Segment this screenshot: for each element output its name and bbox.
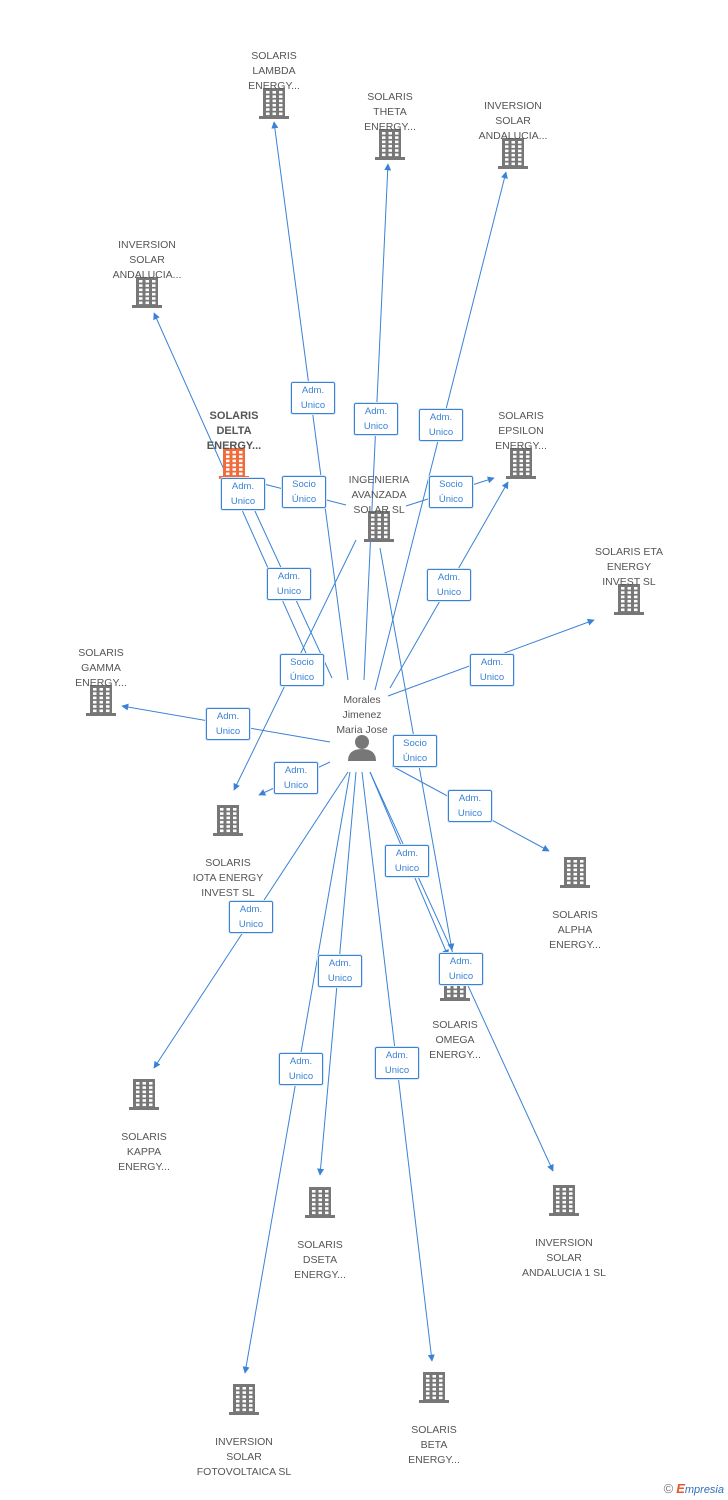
node-label-lambda[interactable]: SOLARIS LAMBDA ENERGY...: [248, 50, 300, 92]
building-icon-eta[interactable]: [614, 584, 644, 615]
node-label-epsilon[interactable]: SOLARIS EPSILON ENERGY...: [495, 410, 547, 452]
node-label-ingenieria[interactable]: INGENIERIA AVANZADA SOLAR SL: [348, 474, 410, 516]
empresia-credit[interactable]: ©Empresia: [664, 1481, 724, 1496]
building-icon-theta[interactable]: [375, 129, 405, 160]
edge-label-person-to-epsilon[interactable]: Adm. Unico: [427, 569, 471, 601]
edge-label-person-to-inv_andalucia_b[interactable]: Adm. Unico: [267, 568, 311, 600]
building-icon-inv_fotovoltaica[interactable]: [229, 1384, 259, 1415]
building-icon-alpha[interactable]: [560, 857, 590, 888]
node-label-omega[interactable]: SOLARIS OMEGA ENERGY...: [429, 1019, 481, 1061]
building-icon-inv_andalucia_1[interactable]: [549, 1185, 579, 1216]
building-icon-inv_andalucia_a[interactable]: [498, 138, 528, 169]
edge-label-ingenieria-to-omega[interactable]: Socio Único: [393, 735, 437, 767]
node-label-theta[interactable]: SOLARIS THETA ENERGY...: [364, 91, 416, 133]
edge-label-person-to-dseta[interactable]: Adm. Unico: [318, 955, 362, 987]
edge-label-person-to-beta[interactable]: Adm. Unico: [375, 1047, 419, 1079]
edge-label-person-to-gamma[interactable]: Adm. Unico: [206, 708, 250, 740]
building-icon-ingenieria[interactable]: [364, 511, 394, 542]
edge-label-person-to-omega[interactable]: Adm. Unico: [385, 845, 429, 877]
edge-label-person-to-eta[interactable]: Adm. Unico: [470, 654, 514, 686]
person-icon[interactable]: [348, 735, 376, 761]
node-label-person[interactable]: Morales Jimenez Maria Jose: [336, 694, 388, 736]
edge-label-ingenieria-to-epsilon[interactable]: Socio Único: [429, 476, 473, 508]
building-icon-inv_andalucia_b[interactable]: [132, 277, 162, 308]
node-label-inv_fotovoltaica[interactable]: INVERSION SOLAR FOTOVOLTAICA SL: [196, 1436, 292, 1478]
building-icon-iota[interactable]: [213, 805, 243, 836]
node-label-inv_andalucia_a[interactable]: INVERSION SOLAR ANDALUCIA...: [478, 100, 548, 142]
node-label-dseta[interactable]: SOLARIS DSETA ENERGY...: [294, 1239, 346, 1281]
edge-label-person-to-alpha[interactable]: Adm. Unico: [448, 790, 492, 822]
edge-label-person-to-delta[interactable]: Adm. Unico: [221, 478, 265, 510]
node-label-beta[interactable]: SOLARIS BETA ENERGY...: [408, 1424, 460, 1466]
building-icon-beta[interactable]: [419, 1372, 449, 1403]
node-label-iota[interactable]: SOLARIS IOTA ENERGY INVEST SL: [192, 857, 264, 899]
building-icon-kappa[interactable]: [129, 1079, 159, 1110]
building-icon-gamma[interactable]: [86, 685, 116, 716]
edge-label-person-to-theta[interactable]: Adm. Unico: [354, 403, 398, 435]
node-label-alpha[interactable]: SOLARIS ALPHA ENERGY...: [549, 909, 601, 951]
node-label-inv_andalucia_1[interactable]: INVERSION SOLAR ANDALUCIA 1 SL: [521, 1237, 607, 1279]
node-label-delta[interactable]: SOLARIS DELTA ENERGY...: [206, 410, 262, 452]
edge-label-person-to-inv_fotovoltaica[interactable]: Adm. Unico: [279, 1053, 323, 1085]
edge-label-ingenieria-to-delta[interactable]: Socio Único: [282, 476, 326, 508]
empresia-logo-initial: E: [676, 1481, 685, 1496]
edge-label-person-to-iota[interactable]: Adm. Unico: [274, 762, 318, 794]
building-icon-lambda[interactable]: [259, 88, 289, 119]
node-label-gamma[interactable]: SOLARIS GAMMA ENERGY...: [75, 647, 127, 689]
building-icon-delta[interactable]: [219, 448, 249, 479]
edge-label-person-to-inv_andalucia_a[interactable]: Adm. Unico: [419, 409, 463, 441]
copyright-symbol: ©: [663, 1481, 674, 1496]
edge-label-person-to-lambda[interactable]: Adm. Unico: [291, 382, 335, 414]
building-icon-epsilon[interactable]: [506, 448, 536, 479]
node-label-inv_andalucia_b[interactable]: INVERSION SOLAR ANDALUCIA...: [112, 239, 182, 281]
building-icon-dseta[interactable]: [305, 1187, 335, 1218]
empresia-logo-text: mpresia: [684, 1484, 724, 1496]
edge-label-person-to-inv_andalucia_1[interactable]: Adm. Unico: [439, 953, 483, 985]
node-label-eta[interactable]: SOLARIS ETA ENERGY INVEST SL: [594, 546, 664, 588]
node-label-kappa[interactable]: SOLARIS KAPPA ENERGY...: [118, 1131, 170, 1173]
edge-label-person-to-kappa[interactable]: Adm. Unico: [229, 901, 273, 933]
edge-label-ingenieria-to-iota[interactable]: Socio Único: [280, 654, 324, 686]
